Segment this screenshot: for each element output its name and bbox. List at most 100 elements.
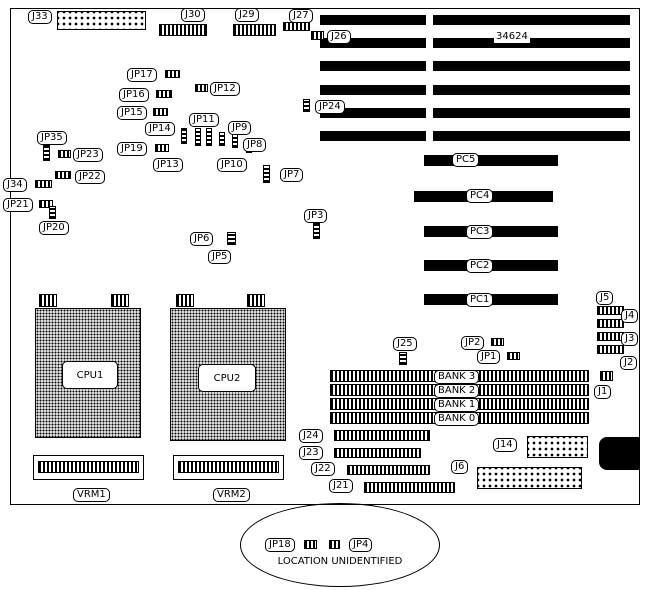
jumper-block-jp17	[165, 70, 180, 78]
callout-j26: J26	[327, 30, 351, 44]
callout-bank1: BANK 1	[434, 398, 480, 412]
isa-slot-bar	[433, 61, 630, 71]
jumper-block-j2-pins	[597, 345, 624, 354]
callout-j23: J23	[299, 446, 323, 460]
jumper-block-jp14	[181, 128, 187, 144]
jumper-block-jp20	[49, 206, 56, 219]
callout-bank2: BANK 2	[434, 384, 480, 398]
callout-jp4: JP4	[349, 538, 373, 552]
jumper-block-jp22	[55, 171, 71, 179]
callout-pc2: PC2	[466, 259, 494, 273]
socket-tab-cpu2	[176, 294, 194, 307]
jumper-block-j26	[311, 31, 324, 40]
callout-jp11: JP11	[189, 113, 219, 127]
pci-slot-bar-pc5	[424, 155, 558, 166]
callout-j1: J1	[594, 385, 612, 399]
socket-tab-cpu1	[111, 294, 129, 307]
jumper-block-jp16	[156, 90, 172, 98]
isa-slot-bar	[320, 38, 426, 48]
connector-j14	[527, 436, 588, 458]
isa-slot-bar	[320, 15, 426, 25]
jumper-block-jp6	[227, 232, 236, 245]
board-part-number: 34624	[494, 31, 530, 43]
isa-slot-bar	[320, 85, 426, 95]
callout-j14: J14	[493, 438, 517, 452]
jumper-block-jp12	[195, 84, 208, 92]
jumper-block-j34	[35, 180, 52, 188]
callout-j22: J22	[311, 462, 335, 476]
callout-jp17: JP17	[127, 68, 157, 82]
label-cpu2: CPU2	[198, 364, 256, 392]
isa-slot-bar	[433, 38, 630, 48]
jumper-block-j5-pins	[597, 306, 624, 315]
callout-jp13: JP13	[153, 158, 183, 172]
jumper-block-j4-pins	[597, 319, 624, 328]
callout-jp21: JP21	[3, 198, 33, 212]
jumper-block-jp35	[43, 145, 50, 161]
jumper-block-jp3	[313, 223, 320, 239]
callout-jp24: JP24	[315, 100, 345, 114]
callout-j34: J34	[3, 178, 27, 192]
callout-j5: J5	[596, 291, 614, 305]
connector-j30	[159, 24, 207, 36]
unidentified-location-note: LOCATION UNIDENTIFIED	[277, 556, 403, 567]
jumper-block-jp9	[232, 134, 238, 148]
callout-jp12: JP12	[210, 82, 240, 96]
jumper-block-jp4	[329, 540, 340, 549]
callout-bank3: BANK 3	[434, 370, 480, 384]
callout-vrm1: VRM1	[73, 488, 110, 502]
jumper-block-j3-pins	[597, 332, 624, 341]
jumper-block-jp15	[153, 108, 168, 116]
isa-slot-bar	[433, 85, 630, 95]
isa-slot-bar	[433, 15, 630, 25]
callout-pc5: PC5	[452, 153, 480, 167]
label-cpu1: CPU1	[62, 361, 118, 389]
socket-tab-cpu1	[39, 294, 57, 307]
jumper-block-jp24	[303, 99, 310, 112]
connector-j6	[477, 467, 582, 489]
socket-tab-cpu2	[247, 294, 265, 307]
jumper-block-j25	[399, 352, 407, 365]
callout-j27: J27	[289, 9, 313, 23]
connector-j21	[364, 482, 455, 493]
connector-j24	[334, 430, 430, 441]
callout-pc1: PC1	[466, 293, 494, 307]
callout-jp7: JP7	[280, 168, 304, 182]
connector-vrm2	[173, 455, 284, 480]
callout-jp35: JP35	[37, 131, 67, 145]
jumper-block-jp11b	[206, 128, 212, 146]
callout-j25: J25	[393, 337, 417, 351]
callout-jp3: JP3	[304, 209, 328, 223]
jumper-block-jp11a	[195, 128, 201, 146]
callout-jp1: JP1	[477, 350, 501, 364]
jumper-block-jp10	[219, 132, 225, 146]
callout-jp2: JP2	[461, 336, 485, 350]
jumper-block-jp23	[58, 150, 71, 158]
callout-j2: J2	[620, 356, 638, 370]
unidentified-location-ellipse	[240, 503, 440, 587]
connector-j29	[233, 24, 276, 36]
jumper-block-jp19	[155, 144, 169, 152]
callout-j4: J4	[621, 309, 639, 323]
jumper-block-jp2	[491, 338, 504, 346]
callout-j24: J24	[299, 429, 323, 443]
jumper-block-jp21	[39, 200, 53, 208]
vrm1-pin-row	[38, 461, 139, 473]
callout-jp10: JP10	[217, 158, 247, 172]
callout-jp14: JP14	[145, 122, 175, 136]
callout-jp18: JP18	[265, 538, 295, 552]
callout-j30: J30	[181, 8, 205, 22]
vrm2-pin-row	[178, 461, 279, 473]
callout-pc4: PC4	[466, 189, 494, 203]
callout-jp19: JP19	[117, 142, 147, 156]
callout-j3: J3	[621, 332, 639, 346]
connector-j27	[283, 22, 310, 31]
callout-jp20: JP20	[39, 221, 69, 235]
callout-j6: J6	[451, 460, 469, 474]
callout-j29: J29	[235, 8, 259, 22]
isa-slot-bar	[320, 131, 426, 141]
isa-slot-bar	[320, 108, 426, 118]
callout-jp6: JP6	[190, 232, 214, 246]
callout-pc3: PC3	[466, 225, 494, 239]
